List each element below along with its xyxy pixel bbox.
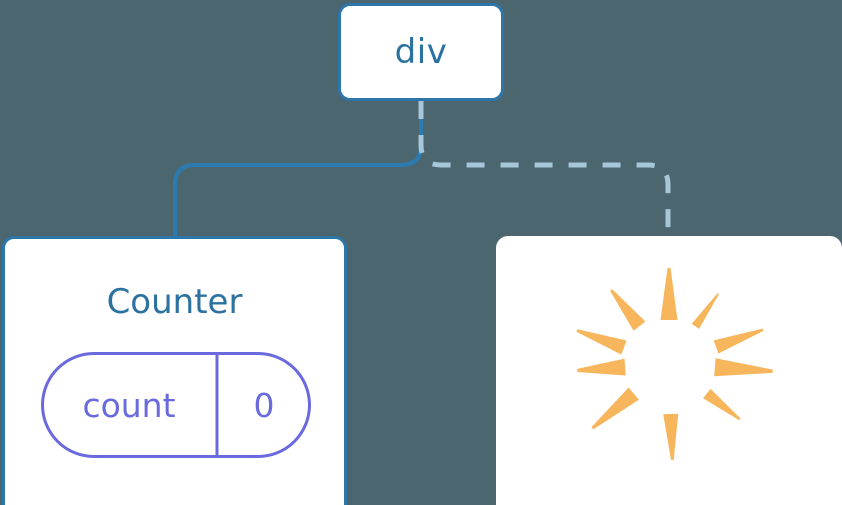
state-capsule-outline [41,352,311,458]
edge-root-to-rendered [418,101,671,240]
node-div[interactable]: div [338,3,504,101]
sparkle-ray-3 [713,328,764,354]
node-rendered-output[interactable] [496,236,842,505]
node-div-label: div [394,32,448,72]
sparkle-ray-0 [660,268,678,320]
sparkle-ray-4 [576,329,627,355]
sparkle-ray-9 [663,413,679,460]
sparkle-ray-1 [691,293,719,329]
node-counter-label: Counter [106,282,243,322]
edge-root-to-counter [173,99,423,242]
sparkle-ray-8 [591,387,639,430]
state-value-label: 0 [253,385,275,425]
sparkle-ray-7 [703,388,741,421]
sparkle-ray-2 [610,289,646,331]
sparkle-ray-5 [714,358,773,377]
sparkle-ray-6 [577,358,626,376]
state-capsule[interactable]: count 0 [41,352,311,458]
sparkle-burst-icon [576,268,773,460]
state-name-label: count [82,385,176,425]
